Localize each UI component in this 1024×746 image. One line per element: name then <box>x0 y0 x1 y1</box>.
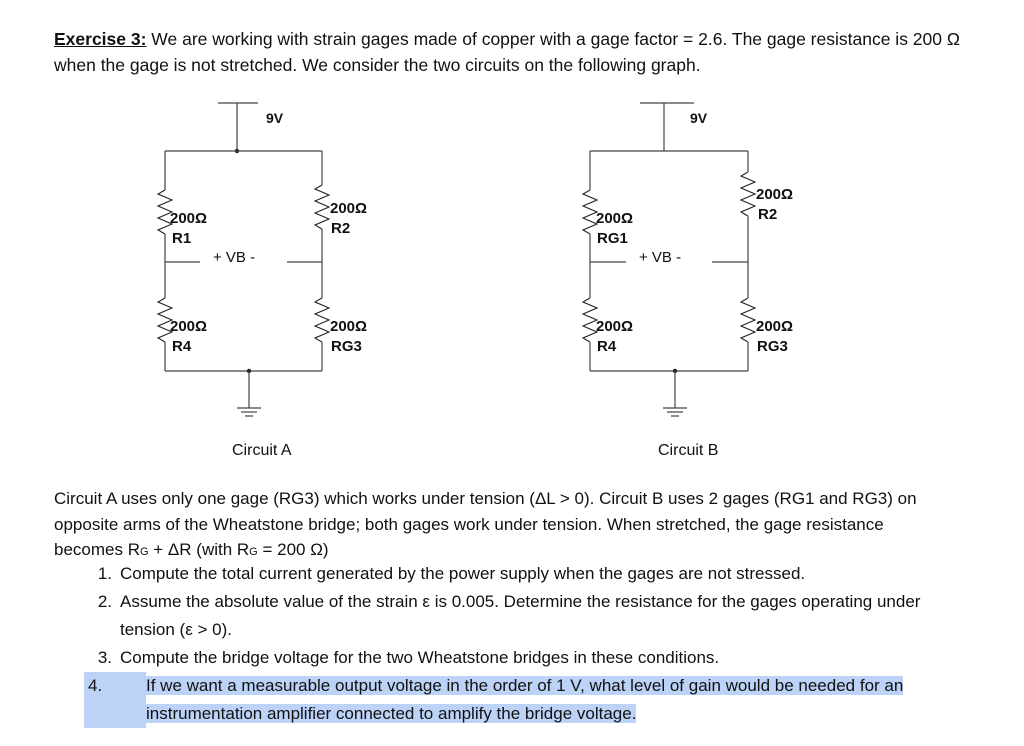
circuit-a-supply-label: 9V <box>266 110 284 126</box>
r4-b-name: R4 <box>597 338 617 355</box>
question-text[interactable]: If we want a measurable output voltage i… <box>146 676 904 723</box>
r1-value: 200Ω <box>170 210 207 227</box>
rg3-name: RG3 <box>331 338 362 355</box>
question-number: 4. <box>84 672 146 728</box>
rg1-name: RG1 <box>597 230 628 247</box>
exercise-intro: Exercise 3: We are working with strain g… <box>54 26 1004 78</box>
r4-b-value: 200Ω <box>596 318 633 335</box>
circuit-b-vb-label: + VB - <box>639 249 681 266</box>
question-number: 1. <box>97 564 112 583</box>
circuit-b-supply-label: 9V <box>690 110 708 126</box>
r1-resistor <box>156 189 174 235</box>
r2-b-resistor <box>739 171 757 217</box>
rg1-value: 200Ω <box>596 210 633 227</box>
circuit-a: 9V + VB - 200Ω R1 200Ω R2 200Ω R4 200Ω <box>156 102 367 459</box>
question-text: Assume the absolute value of the strain … <box>120 592 921 639</box>
circuit-description: Circuit A uses only one gage (RG3) which… <box>54 486 934 566</box>
r2-resistor <box>313 184 331 230</box>
circuit-a-vb-label: + VB - <box>213 249 255 266</box>
r4-name: R4 <box>172 338 192 355</box>
question-number: 2. <box>97 592 112 611</box>
r1-name: R1 <box>172 230 191 247</box>
question-text: Compute the total current generated by t… <box>120 564 806 583</box>
question-item: 3. Compute the bridge voltage for the tw… <box>54 644 954 672</box>
question-item-highlighted[interactable]: 4. If we want a measurable output voltag… <box>54 672 954 728</box>
circuit-b-caption: Circuit B <box>658 442 718 459</box>
r2-value: 200Ω <box>330 200 367 217</box>
rg3-value: 200Ω <box>330 318 367 335</box>
rg1-resistor <box>581 189 599 235</box>
rg3-resistor <box>313 297 331 343</box>
question-list: 1. Compute the total current generated b… <box>54 560 954 728</box>
rg3-b-resistor <box>739 297 757 343</box>
exercise-label: Exercise 3: <box>54 29 147 49</box>
rg3-b-name: RG3 <box>757 338 788 355</box>
question-item: 2. Assume the absolute value of the stra… <box>54 588 954 644</box>
r2-b-name: R2 <box>758 206 777 223</box>
circuit-a-caption: Circuit A <box>232 442 292 459</box>
description-text: Circuit A uses only one gage (RG3) which… <box>54 489 917 559</box>
exercise-statement: We are working with strain gages made of… <box>54 29 960 75</box>
description-end: = 200 Ω) <box>257 540 329 559</box>
r2-name: R2 <box>331 220 350 237</box>
question-text: Compute the bridge voltage for the two W… <box>120 648 720 667</box>
description-subscript: G <box>139 546 149 558</box>
description-mid: + ΔR (with R <box>148 540 250 559</box>
circuit-b: 9V + VB - 200Ω RG1 200Ω R2 200Ω R4 200Ω … <box>581 102 793 459</box>
r4-b-resistor <box>581 297 599 343</box>
r4-resistor <box>156 297 174 343</box>
question-item: 1. Compute the total current generated b… <box>54 560 954 588</box>
question-number: 3. <box>97 648 112 667</box>
rg3-b-value: 200Ω <box>756 318 793 335</box>
r2-b-value: 200Ω <box>756 186 793 203</box>
r4-value: 200Ω <box>170 318 207 335</box>
description-subscript-2: G <box>249 546 258 558</box>
